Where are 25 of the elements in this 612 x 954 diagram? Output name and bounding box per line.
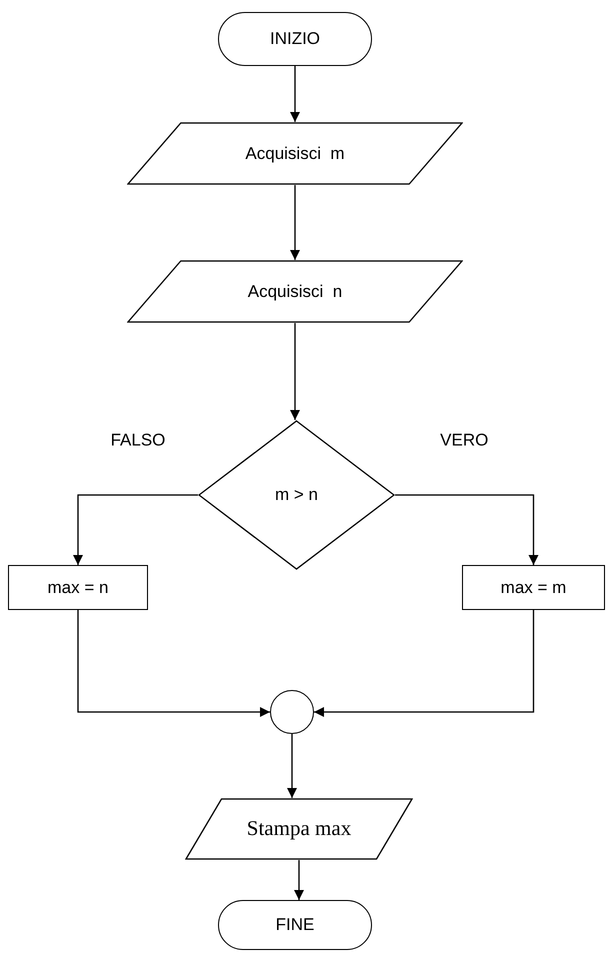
node-text: m > n [275,484,318,506]
io-parallelogram [127,260,463,323]
node-text: FINE [276,914,314,936]
node-text: max = m [500,576,566,599]
io-parallelogram [185,798,413,860]
terminal-pill [218,900,372,950]
decision-diamond [198,420,395,570]
arrow [287,734,297,798]
terminal-pill [218,12,372,66]
node-text: max = n [48,576,108,599]
arrow [290,185,300,260]
arrow [395,494,538,565]
arrow [77,610,270,717]
node-text: Stampa max [246,815,352,842]
node-text: Acquisisci m [245,142,345,165]
arrow [290,323,300,420]
process-box [8,565,148,610]
arrow [290,66,300,122]
node-text: INIZIO [270,28,320,50]
arrow [314,610,534,717]
node-text: Acquisisci n [248,280,342,303]
arrow [294,860,304,900]
arrow [73,494,198,565]
process-box [462,565,605,610]
io-parallelogram [127,122,463,185]
